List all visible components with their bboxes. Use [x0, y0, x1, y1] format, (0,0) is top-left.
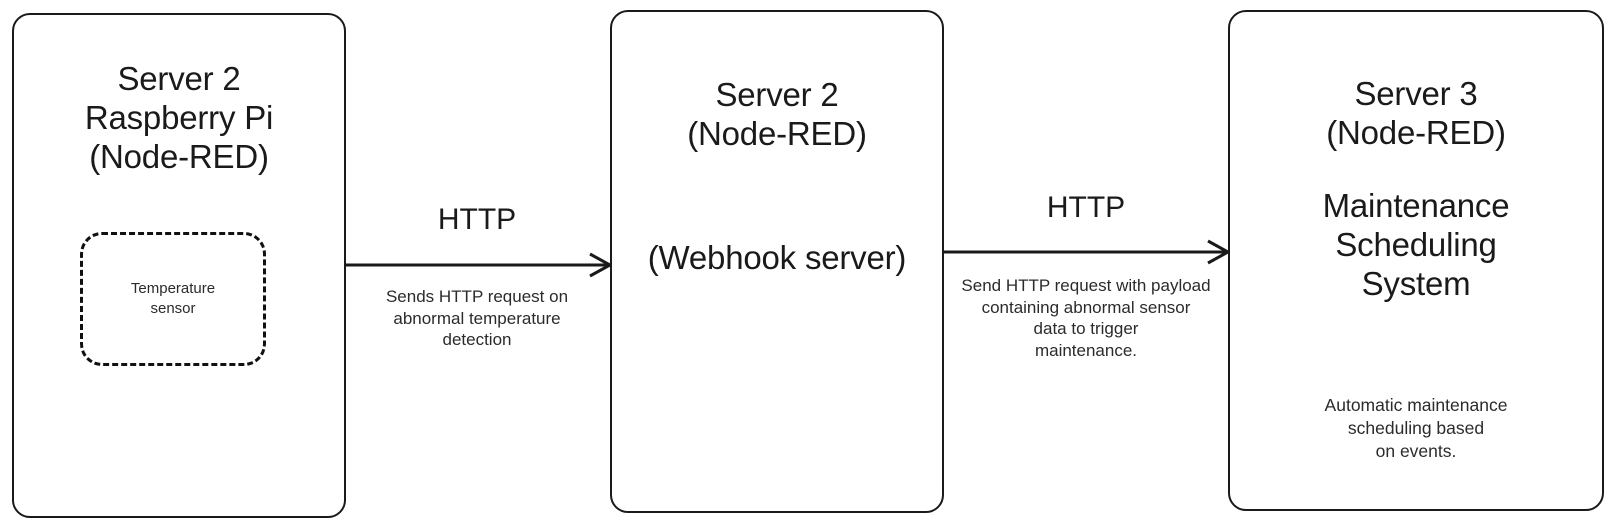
temperature-sensor-label: Temperature sensor [130, 280, 216, 317]
node-server2-pi[interactable]: Server 2 Raspberry Pi (Node-RED) Tempera… [12, 13, 346, 518]
node-server2-webhook-title: Server 2 (Node-RED) [687, 76, 867, 152]
edge-2-label: HTTP [1046, 191, 1126, 224]
node-server3-maintenance-subtitle: Maintenance Scheduling System [1322, 187, 1510, 302]
edge-1-note: Sends HTTP request on abnormal temperatu… [385, 287, 569, 349]
edge-2-note: Send HTTP request with payload containin… [961, 276, 1211, 360]
arrow-edge-1 [346, 252, 614, 278]
node-server2-pi-title: Server 2 Raspberry Pi (Node-RED) [84, 60, 274, 175]
node-server3-maintenance-title: Server 3 (Node-RED) [1326, 75, 1506, 151]
node-server2-webhook[interactable]: Server 2 (Node-RED) (Webhook server) [610, 10, 944, 513]
edge-1-label: HTTP [437, 203, 517, 236]
temperature-sensor-box[interactable]: Temperature sensor [80, 232, 266, 366]
node-server3-maintenance[interactable]: Server 3 (Node-RED) Maintenance Scheduli… [1228, 10, 1604, 511]
node-server3-maintenance-note: Automatic maintenance scheduling based o… [1324, 395, 1508, 461]
node-server2-webhook-subtitle: (Webhook server) [647, 239, 907, 276]
arrow-edge-2 [944, 239, 1232, 265]
